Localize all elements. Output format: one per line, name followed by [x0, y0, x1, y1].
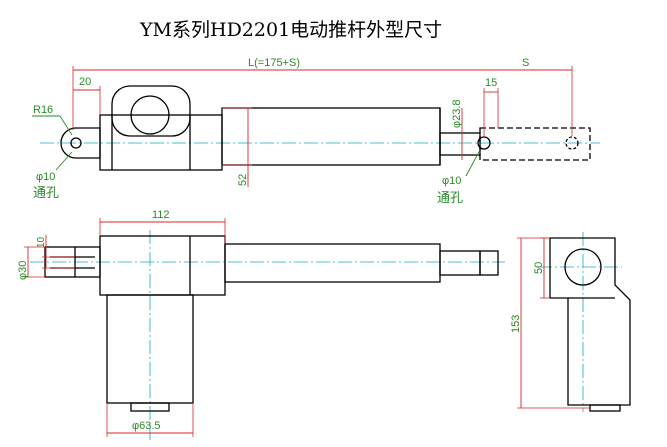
inner-rod — [439, 132, 481, 156]
rod-diameter-label: φ23.8 — [451, 99, 463, 128]
height-50-label: 50 — [533, 262, 545, 274]
offset-20-label: 20 — [79, 76, 91, 88]
gear-housing — [99, 114, 223, 171]
side-motor-circle — [564, 248, 602, 286]
rear-radius-label: R16 — [33, 104, 53, 116]
motor-diameter-label: φ63.5 — [132, 420, 161, 432]
side-body — [549, 237, 631, 406]
width-10-label: 10 — [36, 236, 47, 248]
front-hole-note: 通孔 — [437, 191, 463, 206]
motor-circle — [130, 95, 170, 135]
rear-hole-note: 通孔 — [33, 186, 59, 201]
rear-hole-label: φ10 — [36, 171, 55, 183]
rear-hole — [70, 137, 82, 149]
side-view: 50 153 — [510, 232, 631, 412]
front-rod — [439, 250, 481, 276]
stroke-label: S — [522, 57, 529, 69]
length-label: L(=175+S) — [248, 57, 300, 69]
top-view: L(=175+S) S 20 15 φ23.8 52 R16 φ10 通孔 φ1… — [32, 57, 600, 206]
front-rod-end — [479, 250, 499, 276]
front-outer-tube — [224, 243, 441, 283]
outer-tube — [221, 107, 441, 166]
front-view: 112 10 φ30 φ63.5 — [17, 209, 505, 440]
drawing-title: YM系列HD2201电动推杆外型尺寸 — [139, 19, 442, 41]
length-112-label: 112 — [152, 209, 170, 221]
height-153-label: 153 — [510, 315, 522, 333]
motor-housing-top — [111, 85, 191, 137]
front-hole-label: φ10 — [442, 175, 461, 187]
front-gear-housing — [99, 235, 226, 296]
rod-end-15-label: 15 — [485, 77, 497, 89]
extended-rod — [479, 127, 591, 161]
front-hole-extended — [565, 136, 579, 150]
height-52-label: 52 — [237, 174, 249, 186]
diameter-30-label: φ30 — [17, 261, 29, 280]
